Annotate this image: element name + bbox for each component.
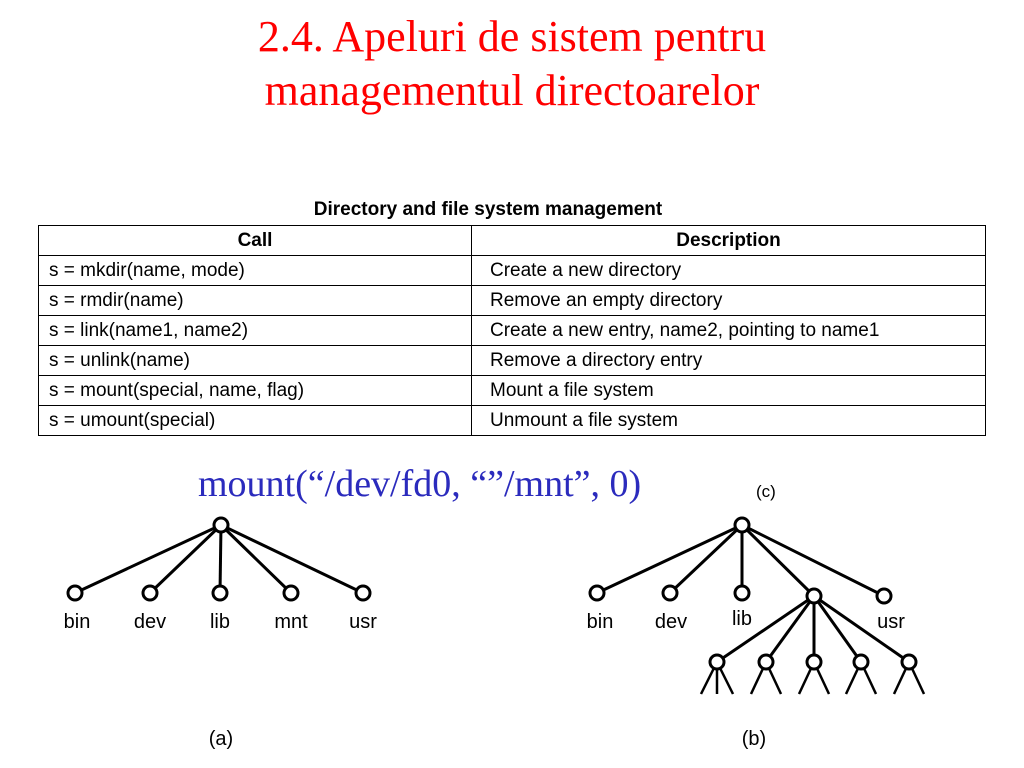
mounted-node	[708, 653, 726, 671]
call-cell: s = umount(special)	[38, 405, 472, 436]
table-row: s = rmdir(name) Remove an empty director…	[38, 285, 986, 316]
tree-node	[211, 584, 229, 602]
call-cell: s = link(name1, name2)	[38, 315, 472, 346]
edge	[668, 523, 744, 595]
node-label: dev	[655, 611, 687, 633]
mount-point-node	[805, 587, 823, 605]
table-header-row: Call Description	[38, 225, 986, 256]
figure-label-a: (a)	[209, 728, 233, 750]
root-node	[733, 516, 751, 534]
tree-node	[66, 584, 84, 602]
tree-a	[66, 516, 372, 602]
edge	[813, 594, 910, 664]
tree-node	[282, 584, 300, 602]
node-label: bin	[64, 611, 91, 633]
table-row: s = umount(special) Unmount a file syste…	[38, 405, 986, 436]
node-label: dev	[134, 611, 166, 633]
node-label: usr	[349, 611, 377, 633]
edge	[219, 523, 293, 595]
mounted-node	[757, 653, 775, 671]
description-cell: Remove a directory entry	[471, 345, 986, 376]
edge	[741, 523, 885, 598]
edge	[812, 595, 863, 663]
figure-label-c: (c)	[756, 482, 776, 501]
title-line-2: managementul directoarelor	[264, 66, 760, 115]
node-label: lib	[210, 611, 230, 633]
mount-example: mount(“/dev/fd0, “”/mnt”, 0)	[198, 463, 642, 505]
edge	[148, 523, 223, 595]
call-cell: s = mkdir(name, mode)	[38, 255, 472, 286]
node-label: mnt	[274, 611, 308, 633]
root-node	[212, 516, 230, 534]
node-label: lib	[732, 608, 752, 630]
figure-label-b: (b)	[742, 728, 766, 750]
description-cell: Remove an empty directory	[471, 285, 986, 316]
edge	[220, 523, 364, 595]
tree-node	[733, 584, 751, 602]
mounted-node	[852, 653, 870, 671]
table-row: s = mkdir(name, mode) Create a new direc…	[38, 255, 986, 286]
slide-title: 2.4. Apeluri de sistem pentru management…	[0, 10, 1024, 118]
edge	[764, 595, 816, 663]
mounted-node	[805, 653, 823, 671]
tree-b	[588, 516, 926, 695]
edge	[74, 523, 222, 595]
header-description: Description	[471, 225, 986, 256]
description-cell: Unmount a file system	[471, 405, 986, 436]
tree-node	[354, 584, 372, 602]
table-row: s = unlink(name) Remove a directory entr…	[38, 345, 986, 376]
tree-node	[661, 584, 679, 602]
title-line-1: 2.4. Apeluri de sistem pentru	[257, 12, 767, 61]
edge	[218, 524, 223, 594]
call-cell: s = unlink(name)	[38, 345, 472, 376]
node-label: usr	[877, 611, 905, 633]
header-call: Call	[38, 225, 472, 256]
edge	[716, 594, 815, 664]
tree-node	[141, 584, 159, 602]
node-label: bin	[587, 611, 614, 633]
tree-node	[875, 587, 893, 605]
table-caption: Directory and file system management	[313, 199, 663, 220]
edge	[596, 523, 743, 595]
tree-node	[588, 584, 606, 602]
edge	[740, 523, 816, 598]
call-cell: s = mount(special, name, flag)	[38, 375, 472, 406]
mounted-node	[900, 653, 918, 671]
syscall-table: Call Description s = mkdir(name, mode) C…	[38, 225, 986, 436]
